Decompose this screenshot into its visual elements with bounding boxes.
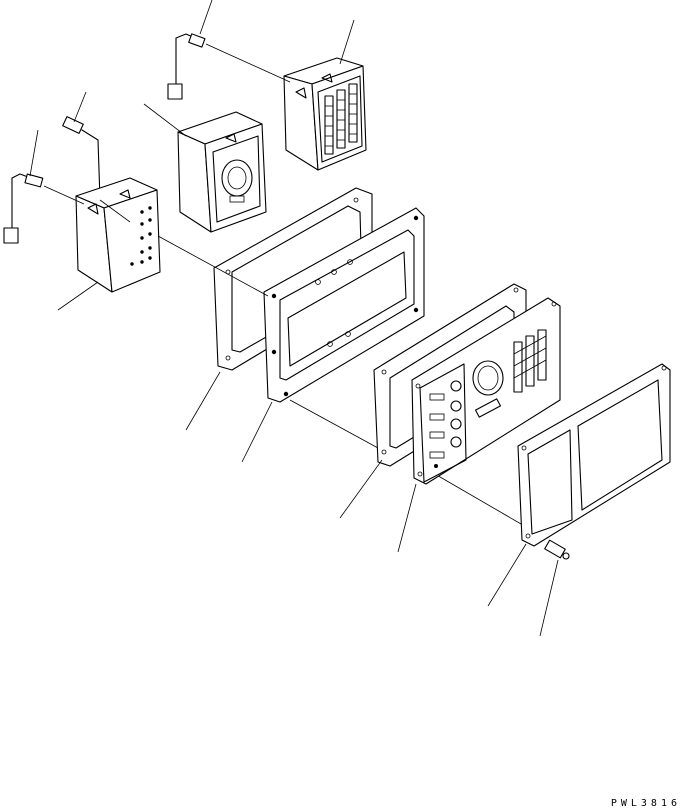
cover-plate	[517, 363, 671, 547]
panel-round-gauge	[472, 360, 504, 418]
front-panel	[411, 297, 561, 485]
indicator-lights	[130, 206, 152, 266]
connector-cable-upper	[167, 33, 291, 100]
indicator-module-left	[75, 177, 161, 293]
assembly-guide-lines	[99, 199, 529, 529]
leader-lines	[29, 0, 559, 637]
panel-bar-gauges	[513, 329, 547, 393]
drawing-code-label: PWL3816	[610, 798, 681, 809]
connector-cable-left	[3, 173, 85, 244]
gauge-column-right	[348, 83, 358, 143]
bulb-socket	[544, 539, 570, 560]
round-gauge-face	[221, 159, 253, 203]
gauge-module-upper-right	[283, 57, 367, 171]
connector-small	[62, 116, 101, 201]
gauge-column-middle	[336, 89, 346, 149]
gauge-column-left	[324, 95, 334, 155]
display-module-middle	[177, 111, 267, 233]
mounting-frame	[263, 207, 425, 403]
panel-switches	[429, 380, 462, 468]
